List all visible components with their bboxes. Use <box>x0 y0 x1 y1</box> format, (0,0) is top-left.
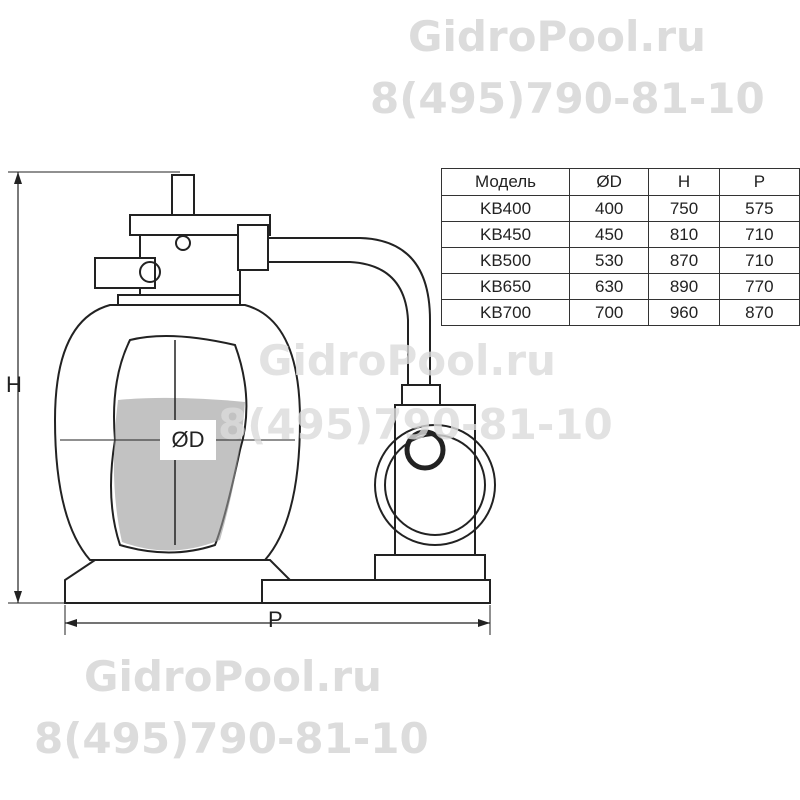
header-model: Модель <box>440 168 571 196</box>
watermark-site: GidroPool.ru <box>258 336 556 385</box>
cell-height: 750 <box>648 195 720 222</box>
cell-width: 710 <box>718 221 800 248</box>
tank-neck <box>117 294 241 305</box>
cell-width: 870 <box>718 299 800 326</box>
cell-model: KB450 <box>440 221 571 248</box>
cell-diameter: 630 <box>569 273 650 300</box>
valve-port <box>94 257 156 289</box>
cell-height: 960 <box>648 299 720 326</box>
tank-base <box>64 559 291 604</box>
pump-platform <box>261 579 491 604</box>
cell-model: KB700 <box>440 299 571 326</box>
cell-diameter: 400 <box>569 195 650 222</box>
table-header-row: Модель ØD H P <box>440 168 800 196</box>
width-label: P <box>268 607 283 632</box>
cell-width: 710 <box>718 247 800 274</box>
pump-body <box>374 424 496 546</box>
height-label: H <box>6 372 22 397</box>
watermark-site: GidroPool.ru <box>408 12 706 61</box>
header-width: P <box>718 168 800 196</box>
cell-height: 890 <box>648 273 720 300</box>
header-diameter: ØD <box>569 168 650 196</box>
valve-handle <box>171 174 195 216</box>
diameter-label: ØD <box>160 420 216 460</box>
cell-model: KB400 <box>440 195 571 222</box>
watermark-phone: 8(495)790-81-10 <box>218 400 613 449</box>
watermark-phone: 8(495)790-81-10 <box>370 74 765 123</box>
cell-width: 575 <box>718 195 800 222</box>
cell-model: KB650 <box>440 273 571 300</box>
watermark-site: GidroPool.ru <box>84 652 382 701</box>
watermark-phone: 8(495)790-81-10 <box>34 714 429 763</box>
cell-height: 810 <box>648 221 720 248</box>
hose <box>268 237 431 395</box>
pump-motor-base <box>374 554 486 581</box>
cell-diameter: 700 <box>569 299 650 326</box>
header-height: H <box>648 168 720 196</box>
cell-height: 870 <box>648 247 720 274</box>
cell-width: 770 <box>718 273 800 300</box>
cell-model: KB500 <box>440 247 571 274</box>
cell-diameter: 530 <box>569 247 650 274</box>
cell-diameter: 450 <box>569 221 650 248</box>
pump-lid <box>404 429 446 471</box>
